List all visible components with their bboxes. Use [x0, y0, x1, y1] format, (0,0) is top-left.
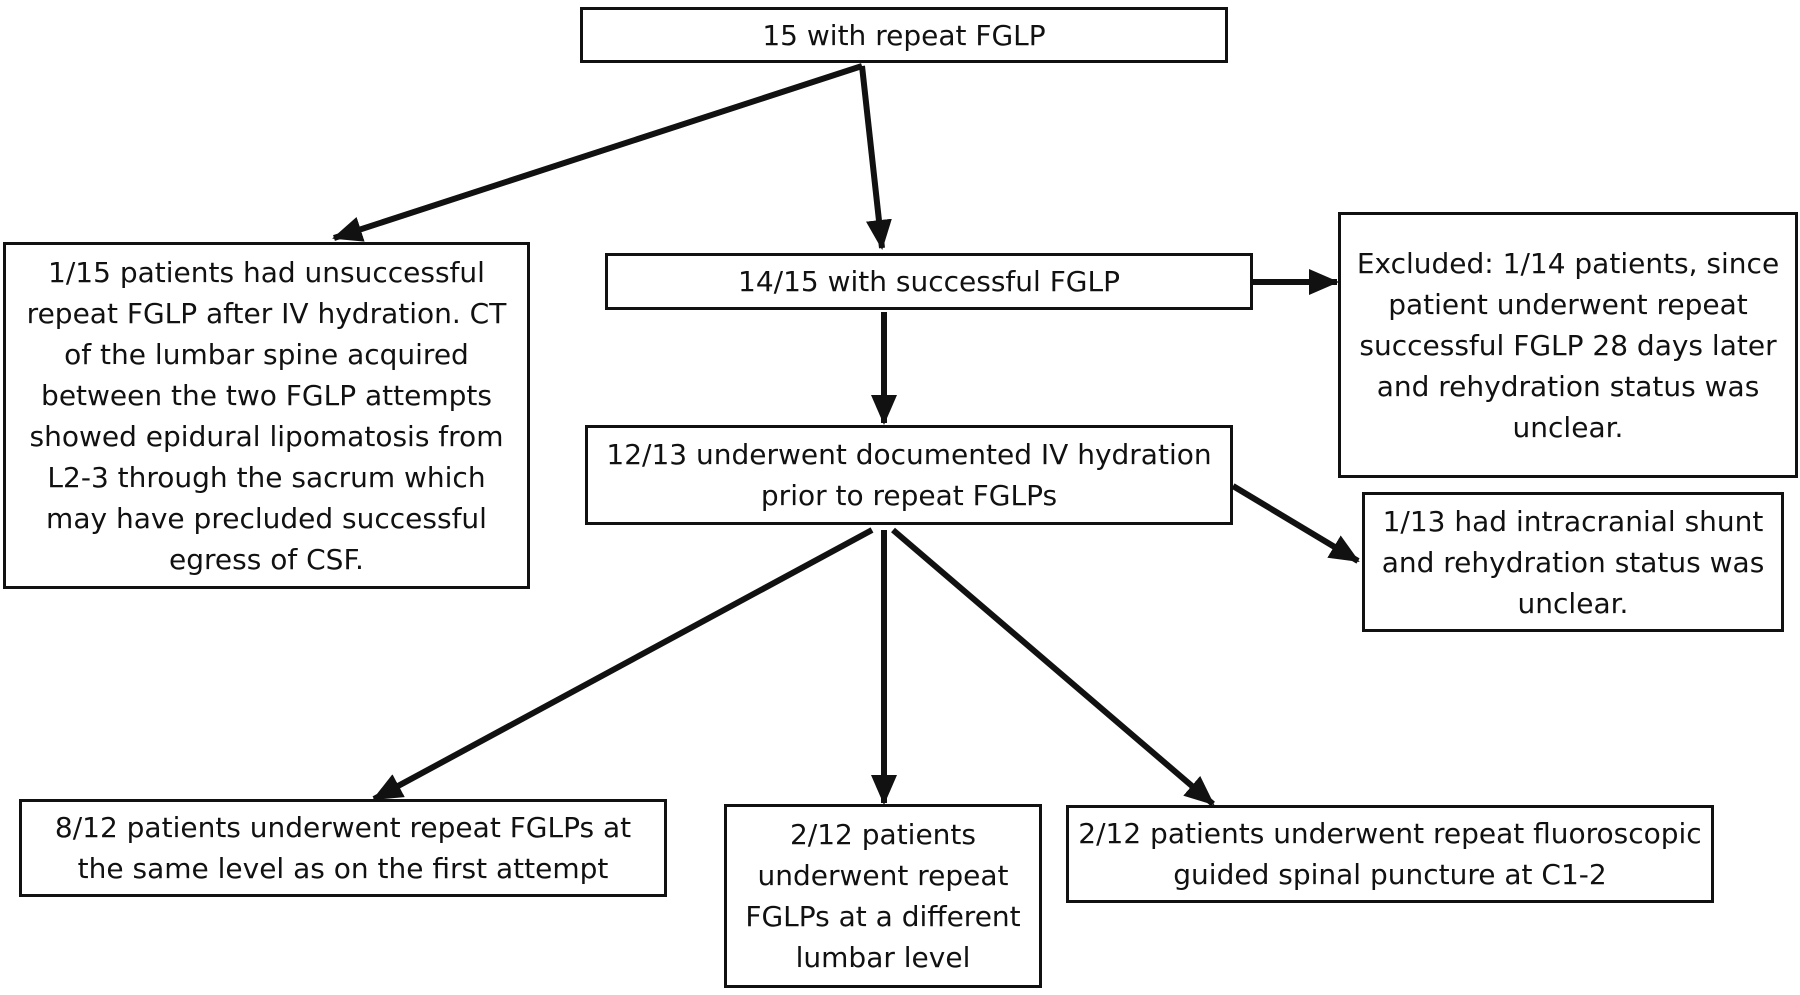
- node-line: L2-3 through the sacrum which: [47, 460, 486, 494]
- node-line: FGLPs at a different: [745, 900, 1021, 933]
- node-same-level: 8/12 patients underwent repeat FGLPs at …: [19, 799, 667, 897]
- edge-repeat-to-successful: [859, 65, 892, 250]
- node-line: showed epidural lipomatosis from: [29, 419, 504, 453]
- node-line: of the lumbar spine acquired: [64, 337, 469, 371]
- node-iv-hydration: 12/13 underwent documented IV hydration …: [585, 425, 1233, 525]
- node-line: unclear.: [1517, 586, 1629, 620]
- node-line: between the two FGLP attempts: [41, 378, 492, 412]
- node-line: may have precluded successful: [46, 501, 487, 535]
- node-line: lumbar level: [795, 941, 971, 974]
- node-line: unclear.: [1512, 410, 1624, 444]
- node-different-level: 2/12 patients underwent repeat FGLPs at …: [724, 804, 1042, 988]
- node-line: guided spinal puncture at C1-2: [1173, 858, 1607, 891]
- node-line: 1/13 had intracranial shunt: [1382, 504, 1764, 538]
- node-line: patient underwent repeat: [1388, 287, 1748, 321]
- node-line: 14/15 with successful FGLP: [738, 265, 1120, 298]
- node-successful-fglp: 14/15 with successful FGLP: [605, 253, 1253, 310]
- node-excluded: Excluded: 1/14 patients, since patient u…: [1338, 212, 1798, 478]
- node-intracranial-shunt: 1/13 had intracranial shunt and rehydrat…: [1362, 492, 1784, 632]
- edge-hydration-to-same-level: [372, 527, 874, 802]
- node-line: repeat FGLP after IV hydration. CT: [26, 296, 507, 330]
- node-repeat-fglp: 15 with repeat FGLP: [580, 7, 1228, 63]
- edge-hydration-to-shunt: [1231, 483, 1360, 564]
- edge-hydration-to-c12: [891, 527, 1215, 807]
- node-line: 12/13 underwent documented IV hydration: [606, 438, 1212, 471]
- node-line: 15 with repeat FGLP: [762, 18, 1046, 52]
- node-line: and rehydration status was: [1376, 369, 1760, 403]
- edge-repeat-to-unsuccessful: [332, 63, 863, 242]
- node-line: 2/12 patients underwent repeat fluorosco…: [1078, 817, 1702, 850]
- node-line: 1/15 patients had unsuccessful: [48, 255, 485, 289]
- node-unsuccessful-fglp: 1/15 patients had unsuccessful repeat FG…: [3, 242, 530, 589]
- node-c12-puncture: 2/12 patients underwent repeat fluorosco…: [1066, 805, 1714, 903]
- node-line: the same level as on the first attempt: [77, 852, 609, 885]
- node-line: prior to repeat FGLPs: [760, 479, 1058, 512]
- node-line: successful FGLP 28 days later: [1359, 328, 1777, 362]
- node-line: 2/12 patients: [789, 818, 976, 851]
- node-line: Excluded: 1/14 patients, since: [1356, 246, 1780, 280]
- node-line: underwent repeat: [757, 859, 1009, 892]
- node-line: and rehydration status was: [1381, 545, 1765, 579]
- node-line: 8/12 patients underwent repeat FGLPs at: [54, 811, 632, 844]
- node-line: egress of CSF.: [169, 542, 364, 576]
